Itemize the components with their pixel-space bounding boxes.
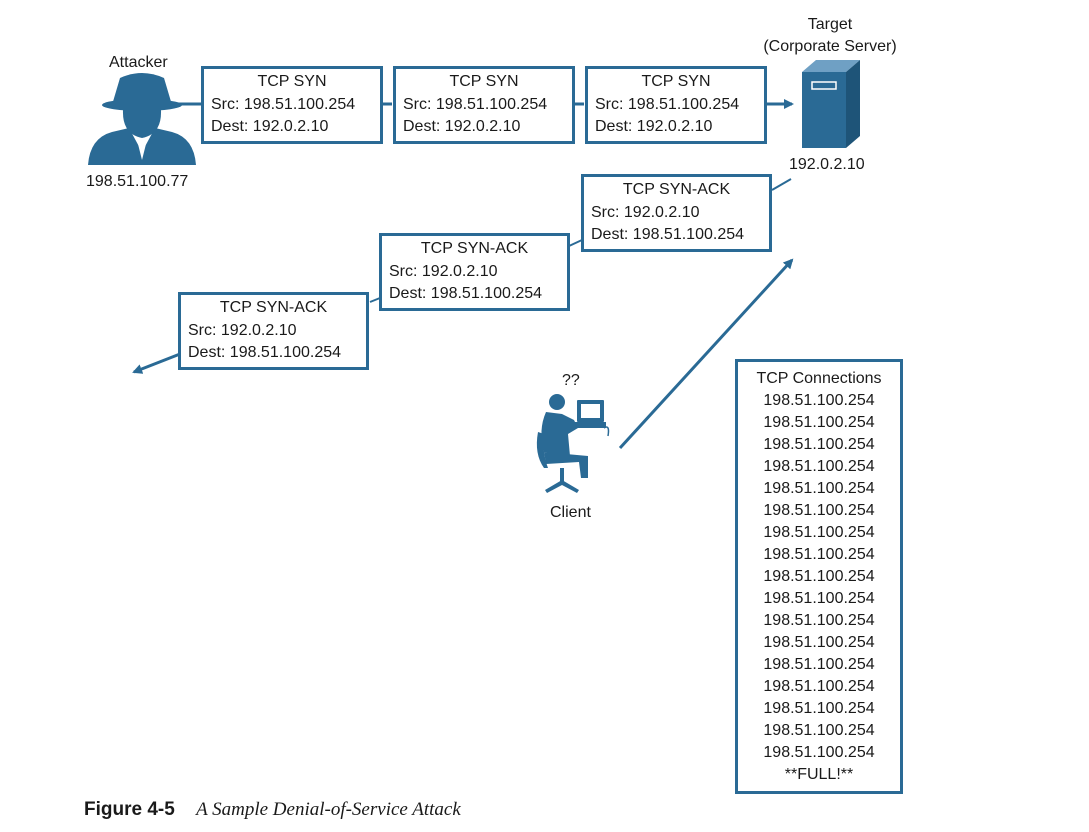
connection-entry: 198.51.100.254 [763, 436, 875, 453]
syn-packet-1: TCP SYN Src: 198.51.100.254 Dest: 192.0.… [201, 66, 383, 144]
target-label-line2: (Corporate Server) [763, 38, 897, 55]
connection-entry: 198.51.100.254 [763, 656, 875, 673]
synack-packet-src: Src: 192.0.2.10 [188, 321, 297, 339]
target-ip: 192.0.2.10 [789, 156, 865, 173]
server-icon [802, 60, 860, 148]
synack-packet-2: TCP SYN-ACK Src: 192.0.2.10 Dest: 198.51… [379, 233, 570, 311]
connections-full-label: **FULL!** [784, 766, 854, 783]
connection-entry: 198.51.100.254 [763, 590, 875, 607]
synack-packet-title: TCP SYN-ACK [219, 299, 328, 316]
connection-entry: 198.51.100.254 [763, 678, 875, 695]
attacker-ip: 198.51.100.77 [86, 173, 189, 190]
connection-entry: 198.51.100.254 [763, 568, 875, 585]
connection-entry: 198.51.100.254 [763, 524, 875, 541]
arrow-synack-lost [132, 352, 181, 374]
connection-entry: 198.51.100.254 [763, 744, 875, 761]
target-label-line1: Target [807, 16, 853, 33]
synack-packet-dest: Dest: 198.51.100.254 [188, 344, 342, 361]
tcp-connections-table: TCP Connections 198.51.100.254 198.51.10… [735, 359, 903, 794]
synack-packet-src: Src: 192.0.2.10 [591, 203, 700, 221]
connection-entry: 198.51.100.254 [763, 458, 875, 475]
connection-entry: 198.51.100.254 [763, 546, 875, 563]
syn-packet-dest: Dest: 192.0.2.10 [211, 118, 329, 135]
syn-packet-dest: Dest: 192.0.2.10 [595, 118, 713, 135]
connection-entry: 198.51.100.254 [763, 612, 875, 629]
connection-entry: 198.51.100.254 [763, 414, 875, 431]
connection-entry: 198.51.100.254 [763, 480, 875, 497]
connection-entry: 198.51.100.254 [763, 700, 875, 717]
client-unknown-label: ?? [562, 372, 580, 389]
arrow-client-to-server [618, 258, 794, 450]
figure-number: Figure 4-5 [84, 799, 175, 820]
syn-packet-title: TCP SYN [641, 73, 711, 90]
client-icon [536, 394, 610, 493]
syn-packet-src: Src: 198.51.100.254 [595, 95, 740, 113]
syn-packet-title: TCP SYN [257, 73, 327, 90]
figure-title: A Sample Denial-of-Service Attack [196, 799, 461, 820]
connection-entry: 198.51.100.254 [763, 392, 875, 409]
figure-caption: Figure 4-5 A Sample Denial-of-Service At… [84, 799, 461, 821]
connection-entry: 198.51.100.254 [763, 722, 875, 739]
syn-packet-2: TCP SYN Src: 198.51.100.254 Dest: 192.0.… [393, 66, 575, 144]
target-label: Target (Corporate Server) [740, 15, 920, 56]
synack-packet-3: TCP SYN-ACK Src: 192.0.2.10 Dest: 198.51… [178, 292, 369, 370]
synack-packet-dest: Dest: 198.51.100.254 [591, 226, 745, 243]
connector-server-synack [771, 178, 792, 191]
syn-packet-title: TCP SYN [449, 73, 519, 90]
attacker-icon [88, 73, 196, 165]
syn-packet-src: Src: 198.51.100.254 [403, 95, 548, 113]
tcp-connections-title: TCP Connections [756, 370, 882, 387]
syn-packet-dest: Dest: 192.0.2.10 [403, 118, 521, 135]
synack-packet-1: TCP SYN-ACK Src: 192.0.2.10 Dest: 198.51… [581, 174, 772, 252]
synack-packet-title: TCP SYN-ACK [622, 181, 731, 198]
synack-packet-dest: Dest: 198.51.100.254 [389, 285, 543, 302]
syn-packet-3: TCP SYN Src: 198.51.100.254 Dest: 192.0.… [585, 66, 767, 144]
client-label: Client [550, 504, 591, 521]
connection-entry: 198.51.100.254 [763, 502, 875, 519]
connector-synack1-synack2 [568, 239, 583, 247]
synack-packet-title: TCP SYN-ACK [420, 240, 529, 257]
attacker-label: Attacker [109, 54, 168, 71]
synack-packet-src: Src: 192.0.2.10 [389, 262, 498, 280]
syn-packet-src: Src: 198.51.100.254 [211, 95, 356, 113]
connection-entry: 198.51.100.254 [763, 634, 875, 651]
connector-synack2-synack3 [369, 297, 381, 303]
